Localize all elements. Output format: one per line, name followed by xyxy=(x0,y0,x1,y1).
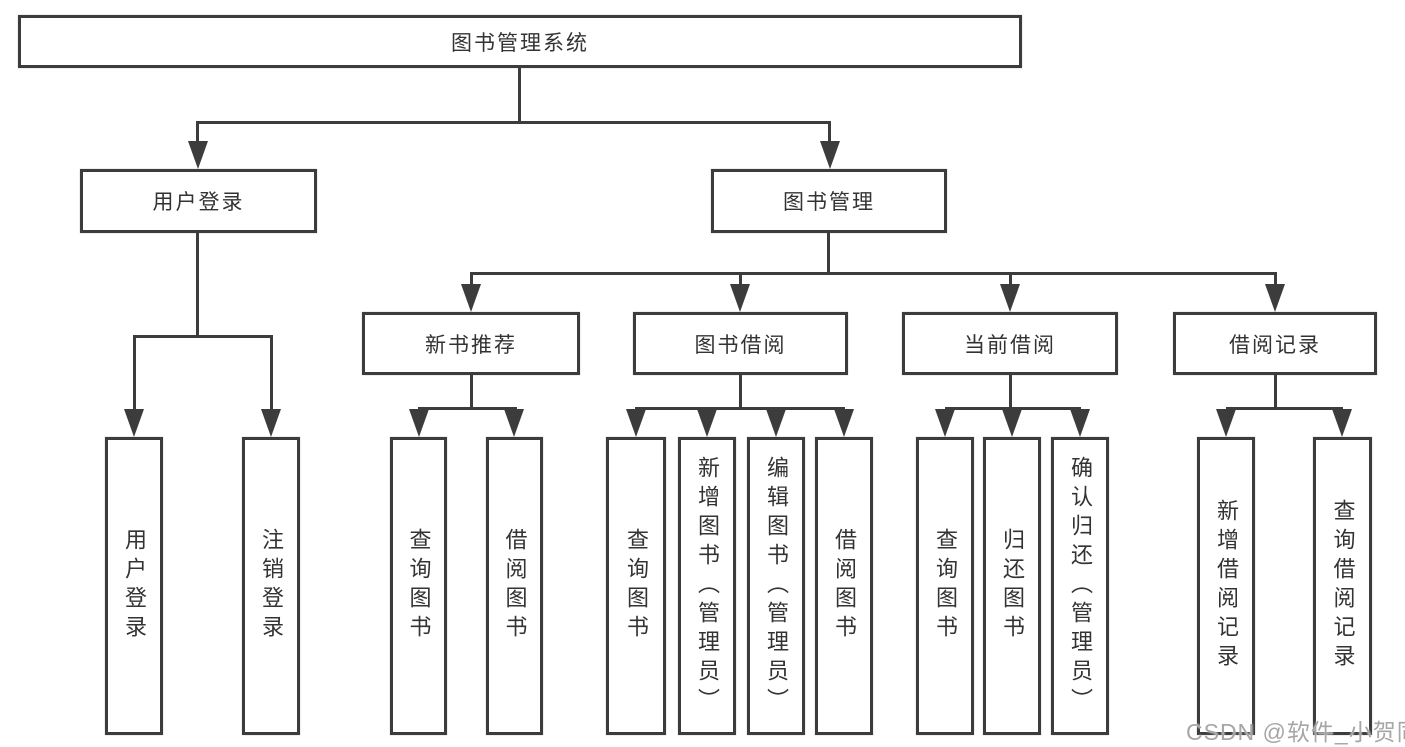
connector-hline xyxy=(470,272,1277,275)
arrow-down-icon xyxy=(935,409,955,437)
arrow-down-icon xyxy=(730,284,750,312)
node-leaf-add-borrow-record: 新增借阅记录 xyxy=(1197,437,1255,735)
leaf-label: 查询图书 xyxy=(406,528,432,644)
node-user-login: 用户登录 xyxy=(80,169,317,233)
node-leaf-return-book: 归还图书 xyxy=(983,437,1041,735)
connector-vline xyxy=(827,233,830,274)
node-leaf-user-login: 用户登录 xyxy=(105,437,163,735)
connector-hline xyxy=(133,335,273,338)
connector-hline xyxy=(196,121,831,124)
csdn-watermark: CSDN @软件_小贺同学 xyxy=(1186,719,1405,745)
node-leaf-add-book-admin: 新增图书（管理员） xyxy=(678,437,736,735)
connector-vline xyxy=(739,375,742,409)
leaf-label: 查询借阅记录 xyxy=(1330,499,1356,673)
leaf-label: 查询图书 xyxy=(624,528,649,644)
arrow-down-icon xyxy=(1070,409,1090,437)
connector-vline xyxy=(470,272,473,286)
leaf-label: 查询图书 xyxy=(933,528,958,644)
node-current-borrowing: 当前借阅 xyxy=(902,312,1118,375)
arrow-down-icon xyxy=(1332,409,1352,437)
node-book-management: 图书管理 xyxy=(711,169,947,233)
connector-vline xyxy=(739,272,742,286)
node-leaf-edit-book-admin: 编辑图书（管理员） xyxy=(747,437,805,735)
node-root: 图书管理系统 xyxy=(18,15,1022,68)
node-leaf-borrow-book: 借阅图书 xyxy=(815,437,873,735)
connector-hline xyxy=(635,407,845,410)
node-new-book-recommend: 新书推荐 xyxy=(362,312,580,375)
connector-vline xyxy=(1009,375,1012,409)
connector-vline xyxy=(518,67,521,121)
node-book-borrowing: 图书借阅 xyxy=(633,312,848,375)
arrow-down-icon xyxy=(766,409,786,437)
arrow-down-icon xyxy=(1000,284,1020,312)
connector-hline xyxy=(1226,407,1343,410)
connector-vline xyxy=(470,375,473,409)
leaf-label: 新增借阅记录 xyxy=(1214,499,1239,673)
arrow-down-icon xyxy=(504,409,524,437)
arrow-down-icon xyxy=(261,409,281,437)
node-leaf-confirm-return-admin: 确认归还（管理员） xyxy=(1051,437,1109,735)
arrow-down-icon xyxy=(409,409,429,437)
arrow-down-icon xyxy=(124,409,144,437)
connector-vline xyxy=(196,233,199,337)
leaf-label: 编辑图书（管理员） xyxy=(764,455,789,717)
connector-hline xyxy=(418,407,517,410)
leaf-label: 确认归还（管理员） xyxy=(1068,455,1093,717)
leaf-label: 用户登录 xyxy=(122,528,147,644)
node-leaf-query-borrow-record: 查询借阅记录 xyxy=(1313,437,1372,735)
node-borrow-records: 借阅记录 xyxy=(1173,312,1377,375)
leaf-label: 归还图书 xyxy=(1000,528,1025,644)
leaf-label: 借阅图书 xyxy=(502,528,528,644)
arrow-down-icon xyxy=(834,409,854,437)
node-leaf-logout: 注销登录 xyxy=(242,437,300,735)
node-leaf-query-book-recommend: 查询图书 xyxy=(390,437,447,735)
leaf-label: 新增图书（管理员） xyxy=(695,455,720,717)
connector-vline xyxy=(1274,375,1277,409)
connector-vline xyxy=(1009,272,1012,286)
arrow-down-icon xyxy=(188,141,208,169)
connector-vline xyxy=(133,335,136,411)
arrow-down-icon xyxy=(1216,409,1236,437)
leaf-label: 注销登录 xyxy=(259,528,284,644)
node-leaf-query-book-borrowing: 查询图书 xyxy=(606,437,666,735)
arrow-down-icon xyxy=(461,284,481,312)
node-leaf-query-book-current: 查询图书 xyxy=(916,437,974,735)
connector-vline xyxy=(196,121,199,143)
connector-vline xyxy=(1274,272,1277,286)
node-leaf-borrow-book-recommend: 借阅图书 xyxy=(486,437,543,735)
leaf-label: 借阅图书 xyxy=(832,528,857,644)
arrow-down-icon xyxy=(626,409,646,437)
connector-vline xyxy=(828,121,831,143)
arrow-down-icon xyxy=(1002,409,1022,437)
connector-vline xyxy=(270,335,273,411)
arrow-down-icon xyxy=(820,141,840,169)
arrow-down-icon xyxy=(697,409,717,437)
connector-hline xyxy=(945,407,1081,410)
arrow-down-icon xyxy=(1265,284,1285,312)
